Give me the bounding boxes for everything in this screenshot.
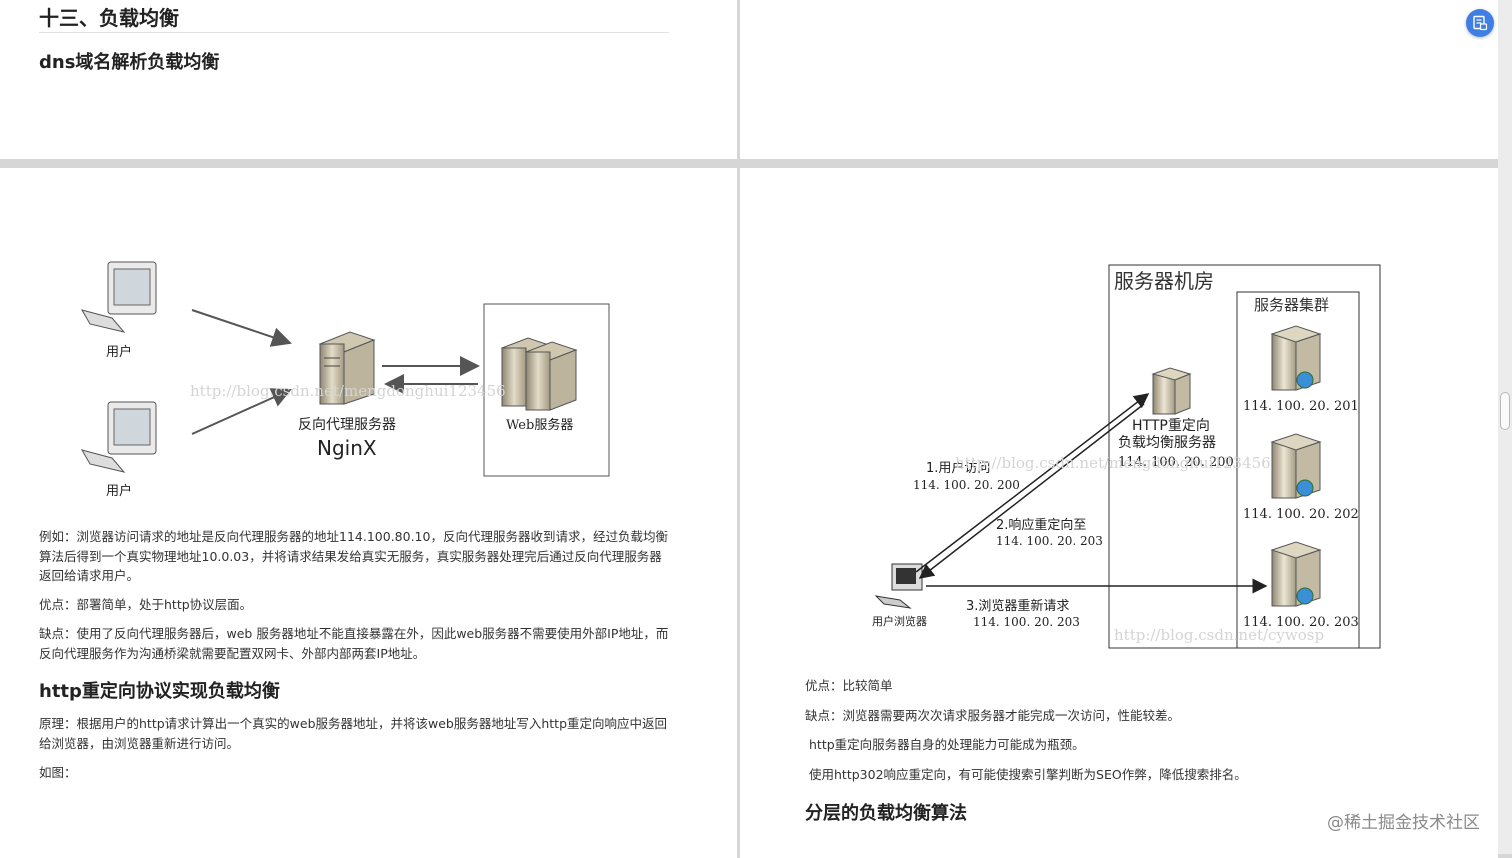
user-computer-icon-1 <box>80 261 157 333</box>
arrow-step2 <box>918 403 1145 579</box>
proxy-name: NginX <box>317 436 377 460</box>
step2-label: 2.响应重定向至 <box>996 517 1086 533</box>
bottleneck-note: http重定向服务器自身的处理能力可能成为瓶颈。 <box>809 737 1085 752</box>
user-computer-icon-2 <box>80 401 157 473</box>
load-balancer-server-icon <box>1151 367 1192 415</box>
float-tool-button[interactable] <box>1466 9 1494 37</box>
pro-paragraph-right: 优点：比较简单 <box>805 678 893 693</box>
browser-label: 用户浏览器 <box>872 614 927 628</box>
faint-watermark-1: http://blog.csdn.net/mengdonghui123456 <box>955 454 1271 472</box>
reverse-proxy-diagram: 用户 用户 反向代理服务器 NginX <box>80 261 610 499</box>
faint-watermark: http://blog.csdn.net/mengdonghui123456 <box>190 382 506 400</box>
proxy-label: 反向代理服务器 <box>298 417 396 433</box>
page-top-right <box>740 0 1498 159</box>
server-cluster-title: 服务器集群 <box>1254 296 1329 314</box>
user-label-1: 用户 <box>106 344 132 360</box>
proxy-server-icon <box>318 331 376 405</box>
user-label-2: 用户 <box>106 483 132 499</box>
web-server-frame <box>483 303 610 477</box>
cluster-server-icon-3 <box>1270 541 1322 607</box>
page-top-left: 十三、负载均衡 dns域名解析负载均衡 <box>0 0 737 159</box>
web-server-label: Web服务器 <box>506 417 573 433</box>
server-ip-1: 114. 100. 20. 201 <box>1243 399 1359 414</box>
lb-label-2: 负载均衡服务器 <box>1118 435 1216 451</box>
server-ip-2: 114. 100. 20. 202 <box>1243 507 1359 522</box>
con-paragraph-right: 缺点：浏览器需要两次次请求服务器才能完成一次访问，性能较差。 <box>805 708 1181 723</box>
cluster-server-icon-1 <box>1270 325 1322 391</box>
web-server-icon <box>500 337 578 411</box>
browser-computer-icon <box>874 563 923 609</box>
step1-ip: 114. 100. 20. 200 <box>913 478 1020 492</box>
step2-ip: 114. 100. 20. 203 <box>996 534 1103 548</box>
section-title: 十三、负载均衡 <box>39 6 179 30</box>
figure-label: 如图： <box>39 765 77 780</box>
http-redirect-diagram: 服务器机房 服务器集群 114. 100. 20. 201 114. 100. … <box>872 264 1381 649</box>
con-paragraph: 缺点：使用了反向代理服务器后，web 服务器地址不能直接暴露在外，因此web服务… <box>39 626 669 661</box>
document-translate-icon <box>1473 15 1488 31</box>
pro-paragraph: 优点：部署简单，处于http协议层面。 <box>39 597 253 612</box>
subtitle-dns: dns域名解析负载均衡 <box>39 52 220 73</box>
lb-label-1: HTTP重定向 <box>1132 418 1210 434</box>
step3-label: 3.浏览器重新请求 <box>966 598 1069 614</box>
step3-ip: 114. 100. 20. 203 <box>973 615 1080 629</box>
arrow-user1-to-proxy <box>191 309 292 347</box>
server-cluster-frame <box>1236 291 1360 649</box>
title-underline <box>39 32 669 33</box>
http-redirect-heading: http重定向协议实现负载均衡 <box>39 681 280 702</box>
arrow-user2-to-proxy <box>191 388 292 435</box>
seo-note: 使用http302响应重定向，有可能使搜索引擎判断为SEO作弊，降低搜索排名。 <box>809 767 1247 782</box>
arrow-step1 <box>915 393 1150 573</box>
server-ip-3: 114. 100. 20. 203 <box>1243 615 1359 630</box>
cluster-server-icon-2 <box>1270 433 1322 499</box>
scrollbar-thumb[interactable] <box>1500 392 1510 430</box>
page-bottom-left: 用户 用户 反向代理服务器 NginX <box>0 168 737 858</box>
step1-label: 1.用户访问 <box>926 460 990 476</box>
lb-ip: 114. 100. 20. 200 <box>1118 455 1234 470</box>
page-bottom-right: 服务器机房 服务器集群 114. 100. 20. 201 114. 100. … <box>740 168 1498 858</box>
example-paragraph: 例如：浏览器访问请求的地址是反向代理服务器的地址114.100.80.10，反向… <box>39 529 668 583</box>
faint-watermark-2: http://blog.csdn.net/cywosp <box>1114 626 1324 644</box>
site-watermark: @稀土掘金技术社区 <box>1327 813 1480 833</box>
layered-lb-heading: 分层的负载均衡算法 <box>805 803 967 824</box>
principle-paragraph: 原理：根据用户的http请求计算出一个真实的web服务器地址，并将该web服务器… <box>39 716 668 751</box>
server-room-title: 服务器机房 <box>1114 269 1214 293</box>
